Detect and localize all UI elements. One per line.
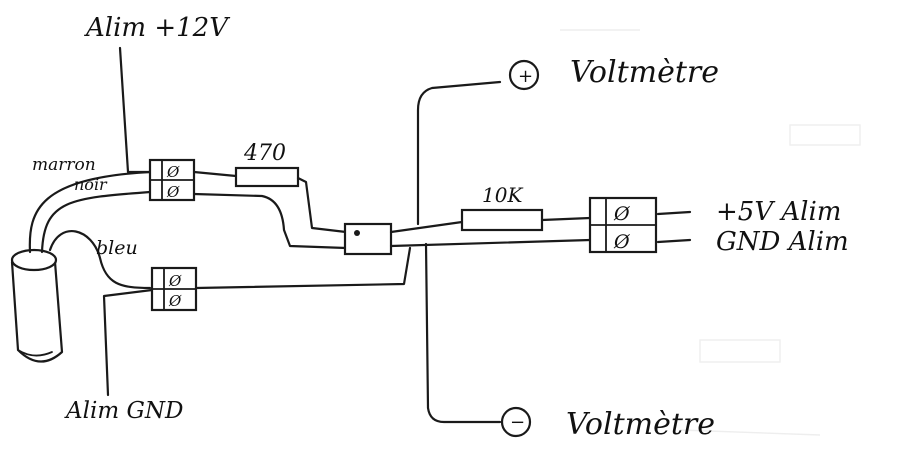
voltmeter-minus-symbol: − <box>500 406 532 438</box>
resistor-470 <box>234 166 300 188</box>
terminal-screw: Ø <box>613 231 630 253</box>
wire-marron <box>28 170 152 254</box>
wire-bleu-to-node <box>194 246 412 290</box>
label-bleu: bleu <box>96 237 138 259</box>
terminal-screw: Ø <box>168 292 182 310</box>
resistor-10k <box>460 208 544 232</box>
label-out-5v: +5V Alim <box>716 197 841 227</box>
voltmeter-plus-symbol: + <box>508 59 540 91</box>
label-alim-gnd: Alim GND <box>64 398 183 424</box>
wire-voltmeter-minus <box>424 242 502 424</box>
label-out-gnd: GND Alim <box>716 227 849 257</box>
terminal-block-1: Ø Ø <box>148 158 196 202</box>
minus-sign: − <box>510 412 525 433</box>
terminal-screw: Ø <box>613 203 630 225</box>
diode-component <box>343 222 393 256</box>
wire-to-r470 <box>192 170 238 178</box>
sensor-cylinder <box>10 248 64 363</box>
terminal-screw: Ø <box>168 272 182 290</box>
label-noir: noir <box>74 175 108 194</box>
label-alim-12v: Alim +12V <box>84 13 230 43</box>
label-voltmeter-plus: Voltmètre <box>570 55 719 90</box>
wire-r10k-to-terminal <box>540 216 592 222</box>
wire-diode-to-r10k <box>389 220 464 234</box>
label-r470: 470 <box>243 141 286 166</box>
wire-alim-gnd <box>102 288 154 397</box>
wire-bleu <box>48 230 152 290</box>
wire-diode-to-gnd <box>389 238 592 248</box>
wire-alim-12v <box>118 46 154 174</box>
plus-sign: + <box>518 66 533 87</box>
wire-noir <box>40 190 152 254</box>
wire-out-5v <box>656 210 692 216</box>
label-marron: marron <box>32 155 96 175</box>
terminal-block-2: Ø Ø <box>150 266 198 312</box>
wire-out-gnd <box>656 238 692 244</box>
wire-voltmeter-plus <box>416 80 502 226</box>
wire-r470-to-diode <box>296 176 348 234</box>
label-voltmeter-minus: Voltmètre <box>566 407 715 442</box>
wire-noir-to-diode <box>192 192 348 250</box>
terminal-screw: Ø <box>166 183 180 201</box>
terminal-screw: Ø <box>166 163 180 181</box>
paper-ghost-marks <box>560 29 861 436</box>
terminal-block-3: Ø Ø <box>588 196 658 254</box>
label-r10k: 10K <box>482 183 523 207</box>
